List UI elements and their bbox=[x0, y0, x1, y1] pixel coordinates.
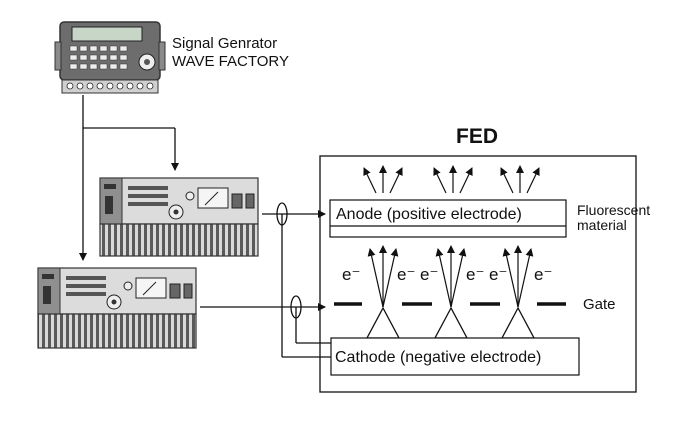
electron-paths bbox=[367, 245, 534, 308]
signal-generator-label-line2: WAVE FACTORY bbox=[172, 53, 289, 70]
electron-label: e⁻ bbox=[342, 265, 360, 284]
current-probe-top bbox=[276, 202, 288, 226]
connection-wires bbox=[79, 95, 333, 358]
electron-label: e⁻ bbox=[466, 265, 484, 284]
electron-label: e⁻ bbox=[489, 265, 507, 284]
anode-plate bbox=[329, 199, 567, 238]
fluorescent-label-line1: Fluorescent bbox=[577, 202, 650, 218]
gate-label: Gate bbox=[583, 296, 616, 313]
signal-generator-label-line1: Signal Genrator bbox=[172, 35, 277, 52]
signal-generator-device bbox=[54, 21, 166, 94]
cathode-plate bbox=[330, 337, 580, 376]
anode-label: Anode (positive electrode) bbox=[336, 206, 522, 223]
amplifier-bottom bbox=[37, 267, 197, 349]
fed-title: FED bbox=[456, 125, 498, 148]
cathode-label: Cathode (negative electrode) bbox=[335, 349, 541, 366]
emitter-tips bbox=[365, 306, 536, 339]
electron-label: e⁻ bbox=[397, 265, 415, 284]
electron-label: e⁻ bbox=[534, 265, 552, 284]
fed-box bbox=[319, 155, 637, 393]
fluorescent-label-line2: material bbox=[577, 217, 627, 233]
electron-label: e⁻ bbox=[420, 265, 438, 284]
amplifier-top bbox=[99, 177, 259, 257]
current-probe-bottom bbox=[290, 295, 302, 319]
light-emission-arrows bbox=[363, 165, 540, 194]
